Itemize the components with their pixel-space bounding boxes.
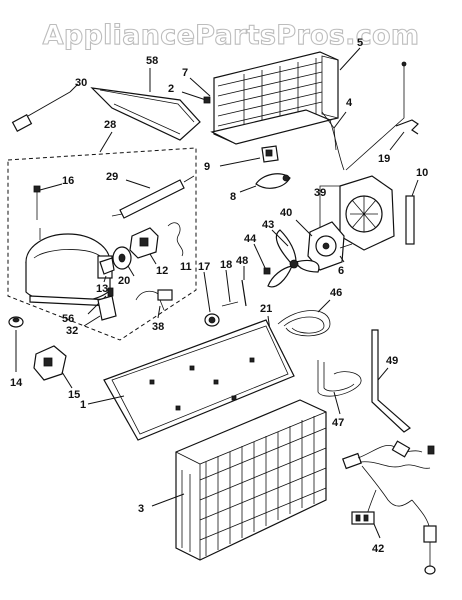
- watermark-text: AppliancePartsPros.com: [43, 20, 420, 51]
- part-46-coil: [277, 299, 331, 337]
- callout-58: 58: [146, 55, 158, 67]
- part-39-shroud: [319, 175, 395, 251]
- part-11-wire: [167, 222, 184, 257]
- callout-20: 20: [118, 275, 130, 287]
- part-13-clip: [99, 257, 115, 283]
- part-32-cover: [83, 295, 117, 327]
- callout-32: 32: [66, 325, 78, 337]
- part-40-motor: [295, 219, 345, 271]
- part-10-tube: [405, 179, 419, 245]
- callout-39: 39: [314, 187, 326, 199]
- part-3-condenser: [151, 399, 327, 561]
- callout-56: 56: [62, 313, 74, 325]
- callout-47: 47: [332, 417, 344, 429]
- callout-8: 8: [230, 191, 236, 203]
- leader-28: [99, 131, 113, 153]
- callout-17: 17: [198, 261, 210, 273]
- callout-40: 40: [280, 207, 292, 219]
- part-29-cap: [111, 175, 195, 219]
- part-48-tube: [241, 266, 247, 307]
- part-58-trough: [90, 68, 201, 141]
- part-43-fan-blade: [267, 229, 320, 288]
- assembly-28-outline: [7, 147, 197, 341]
- callout-29: 29: [106, 171, 118, 183]
- callout-11: 11: [180, 261, 192, 273]
- callout-42: 42: [372, 543, 384, 555]
- part-4-capillary: [321, 111, 347, 171]
- callout-44: 44: [244, 233, 257, 245]
- callout-9: 9: [204, 161, 210, 173]
- part-18-screw: [221, 269, 239, 307]
- part-38-harness: [135, 289, 173, 319]
- callout-30: 30: [75, 77, 87, 89]
- part-17-grommet: [203, 271, 220, 327]
- callout-4: 4: [346, 97, 353, 109]
- part-12-relay: [129, 227, 159, 265]
- callout-28: 28: [104, 119, 116, 131]
- part-47-drain: [317, 360, 362, 415]
- callout-15: 15: [68, 389, 80, 401]
- callout-16: 16: [62, 175, 74, 187]
- part-20-overload: [112, 246, 135, 277]
- callout-10: 10: [416, 167, 428, 179]
- part-1-base: [87, 319, 295, 441]
- callout-12: 12: [156, 265, 168, 277]
- callout-1: 1: [80, 399, 86, 411]
- part-15-valve: [33, 345, 73, 389]
- part-19-bracket: [389, 119, 419, 151]
- part-42-harness: [342, 440, 437, 575]
- callout-49: 49: [386, 355, 398, 367]
- part-8-bracket: [239, 173, 291, 193]
- part-14-foot: [8, 316, 24, 372]
- callout-6: 6: [338, 265, 344, 277]
- callout-13: 13: [96, 283, 108, 295]
- callout-19: 19: [378, 153, 390, 165]
- callout-38: 38: [152, 321, 164, 333]
- part-30-plug: [11, 83, 79, 132]
- callout-14: 14: [10, 377, 23, 389]
- part-5-evaporator: [210, 47, 361, 145]
- callout-21: 21: [260, 303, 272, 315]
- part-2-screw: [181, 91, 211, 104]
- callout-18: 18: [220, 259, 232, 271]
- part-compressor: [25, 228, 113, 307]
- part-6-screw: [339, 243, 353, 263]
- callout-3: 3: [138, 503, 144, 515]
- part-49-tube: [371, 329, 411, 433]
- callout-46: 46: [330, 287, 342, 299]
- callout-7: 7: [182, 67, 188, 79]
- part-16-grommet: [33, 183, 63, 220]
- callout-43: 43: [262, 219, 274, 231]
- part-sensor-tube: [345, 61, 407, 171]
- part-44-nut: [253, 243, 271, 275]
- callout-2: 2: [168, 83, 174, 95]
- callout-5: 5: [357, 37, 363, 49]
- part-9-clip: [219, 145, 279, 167]
- leader-7: [189, 77, 211, 97]
- callout-48: 48: [236, 255, 248, 267]
